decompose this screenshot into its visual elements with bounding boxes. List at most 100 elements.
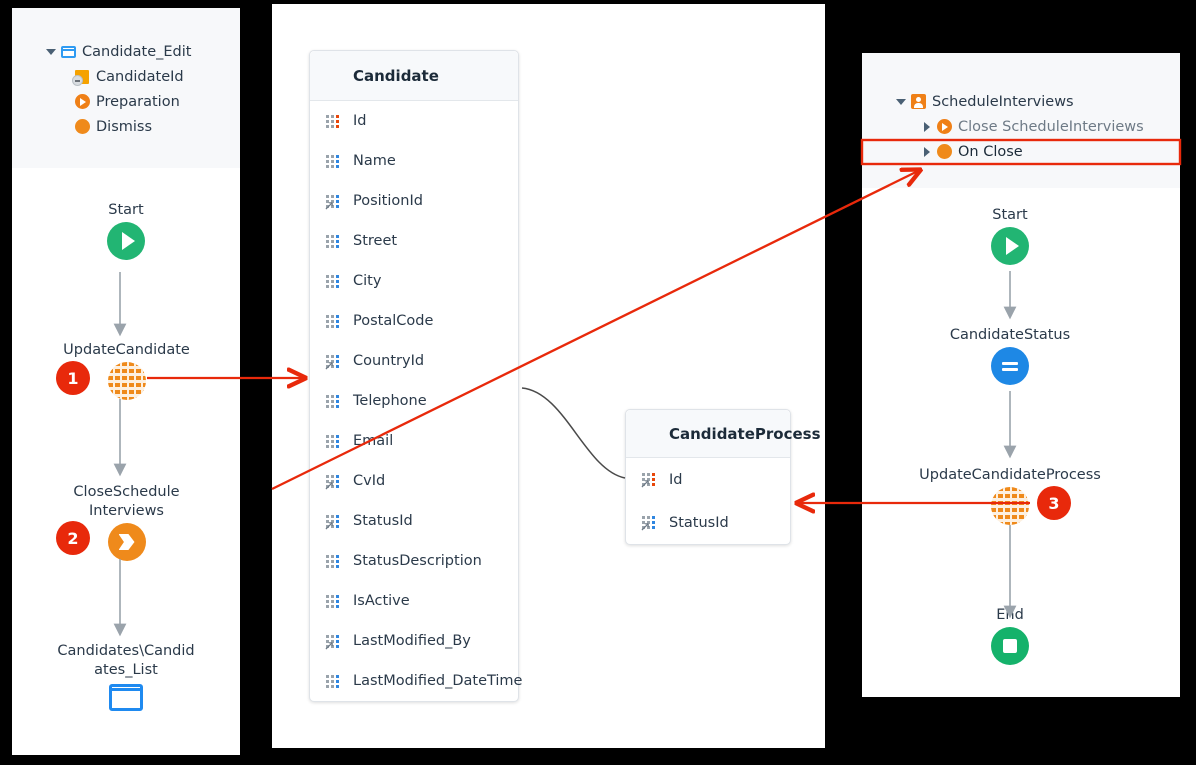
- right-tree: ScheduleInterviews Close ScheduleIntervi…: [862, 53, 1180, 188]
- attribute-plain-icon: [326, 554, 343, 568]
- attribute-name: Email: [353, 433, 394, 449]
- attribute-plain-icon: [326, 434, 343, 448]
- attribute-plain-icon: [326, 274, 343, 288]
- attribute-name: StatusId: [353, 513, 413, 529]
- annotation-badge-2: 2: [56, 521, 90, 555]
- entity-name: Candidate: [353, 66, 439, 85]
- tree-item-close-scheduleinterviews[interactable]: Close ScheduleInterviews: [862, 114, 1180, 139]
- attribute-name: PostalCode: [353, 313, 434, 329]
- attribute-name: Id: [669, 471, 683, 488]
- flow-node-end[interactable]: End: [940, 606, 1080, 665]
- attribute-name: City: [353, 273, 382, 289]
- entity-attribute-row[interactable]: Name: [310, 141, 518, 181]
- close-action-icon: [107, 523, 146, 561]
- flow-node-label: UpdateCandidate: [63, 342, 190, 358]
- entity-attribute-row[interactable]: City: [310, 261, 518, 301]
- window-icon: [58, 43, 78, 61]
- entity-header: CandidateProcess: [626, 410, 821, 458]
- entity-attribute-row[interactable]: LastModified_By: [310, 621, 518, 661]
- attribute-plain-icon: [326, 674, 343, 688]
- annotation-badge-3: 3: [1037, 486, 1071, 520]
- tree-item-label: Candidate_Edit: [82, 43, 192, 60]
- attribute-name: Street: [353, 233, 398, 249]
- flow-node-candidates-list[interactable]: Candidates\Candid ates_List: [36, 642, 216, 711]
- entity-attribute-row[interactable]: PostalCode: [310, 301, 518, 341]
- attribute-foreign-key-icon: [641, 516, 659, 531]
- entity-attribute-row[interactable]: CountryId: [310, 341, 518, 381]
- attribute-name: LastModified_DateTime: [353, 673, 523, 689]
- flow-node-label: End: [996, 607, 1024, 623]
- start-icon: [107, 222, 145, 260]
- flow-node-label: CandidateStatus: [949, 327, 1071, 343]
- webblock-icon: [908, 93, 928, 111]
- flow-node-closescheduleinterviews[interactable]: CloseSchedule Interviews: [44, 483, 209, 561]
- tree-item-label: On Close: [958, 143, 1023, 160]
- tree-item-preparation[interactable]: Preparation: [12, 89, 240, 114]
- entity-header: Candidate: [310, 51, 518, 101]
- tree-item-candidate-edit[interactable]: Candidate_Edit: [12, 39, 240, 64]
- attribute-name: LastModified_By: [353, 633, 471, 649]
- end-icon: [991, 627, 1029, 665]
- entity-attribute-row[interactable]: CvId: [310, 461, 518, 501]
- entity-attribute-row[interactable]: IsActive: [310, 581, 518, 621]
- start-icon: [991, 227, 1029, 265]
- entity-attribute-row[interactable]: Email: [310, 421, 518, 461]
- entity-attribute-row[interactable]: Id: [310, 101, 518, 141]
- tree-item-candidateid[interactable]: CandidateId: [12, 64, 240, 89]
- attribute-name: PositionId: [353, 193, 423, 209]
- parameter-icon: [72, 68, 92, 86]
- entity-attribute-row[interactable]: PositionId: [310, 181, 518, 221]
- flow-node-start[interactable]: Start: [940, 206, 1080, 265]
- attribute-name: Id: [353, 113, 367, 129]
- screen-icon: [109, 684, 143, 711]
- attribute-primary-foreign-key-icon: [641, 473, 659, 488]
- attribute-foreign-key-icon: [325, 474, 343, 490]
- attribute-name: StatusDescription: [353, 553, 482, 569]
- tree-item-on-close[interactable]: On Close: [862, 139, 1180, 164]
- flow-node-label: Start: [992, 207, 1028, 223]
- flow-node-label: UpdateCandidateProcess: [919, 467, 1101, 483]
- tree-item-label: Preparation: [96, 93, 180, 110]
- server-action-icon: [991, 487, 1029, 525]
- attribute-foreign-key-icon: [325, 194, 343, 210]
- attribute-plain-icon: [326, 314, 343, 328]
- attribute-foreign-key-icon: [325, 634, 343, 650]
- chevron-right-icon[interactable]: [920, 146, 934, 157]
- entity-attribute-row[interactable]: Id: [626, 458, 790, 501]
- chevron-down-icon[interactable]: [44, 48, 58, 55]
- flow-node-updatecandidateprocess[interactable]: UpdateCandidateProcess: [890, 466, 1130, 525]
- attribute-plain-icon: [326, 234, 343, 248]
- flow-node-start[interactable]: Start: [56, 201, 196, 260]
- event-dot-icon: [72, 118, 92, 136]
- entity-attribute-row[interactable]: StatusId: [626, 501, 790, 544]
- entity-attribute-row[interactable]: Street: [310, 221, 518, 261]
- attribute-foreign-key-icon: [325, 514, 343, 530]
- entity-grid-icon: [642, 427, 659, 440]
- entity-attribute-row[interactable]: StatusDescription: [310, 541, 518, 581]
- attribute-name: CvId: [353, 473, 386, 489]
- attribute-name: StatusId: [669, 514, 729, 531]
- flow-node-updatecandidate[interactable]: UpdateCandidate: [44, 341, 209, 400]
- flow-node-label: CloseSchedule Interviews: [73, 484, 180, 519]
- tree-item-label: Dismiss: [96, 118, 153, 135]
- flow-node-candidatestatus[interactable]: CandidateStatus: [920, 326, 1100, 385]
- tree-item-dismiss[interactable]: Dismiss: [12, 114, 240, 139]
- attribute-plain-icon: [326, 594, 343, 608]
- chevron-right-icon[interactable]: [920, 121, 934, 132]
- chevron-down-icon[interactable]: [894, 98, 908, 105]
- attribute-foreign-key-icon: [325, 354, 343, 370]
- entity-attribute-row[interactable]: StatusId: [310, 501, 518, 541]
- server-action-icon: [107, 362, 146, 400]
- tree-item-scheduleinterviews[interactable]: ScheduleInterviews: [862, 89, 1180, 114]
- flow-node-label: Candidates\Candid ates_List: [57, 643, 195, 678]
- entity-attribute-row[interactable]: Telephone: [310, 381, 518, 421]
- left-tree: Candidate_Edit CandidateId Preparation D…: [12, 8, 240, 168]
- candidate-edit-panel: Candidate_Edit CandidateId Preparation D…: [12, 8, 240, 755]
- attribute-plain-icon: [326, 394, 343, 408]
- entity-attribute-row[interactable]: LastModified_DateTime: [310, 661, 522, 701]
